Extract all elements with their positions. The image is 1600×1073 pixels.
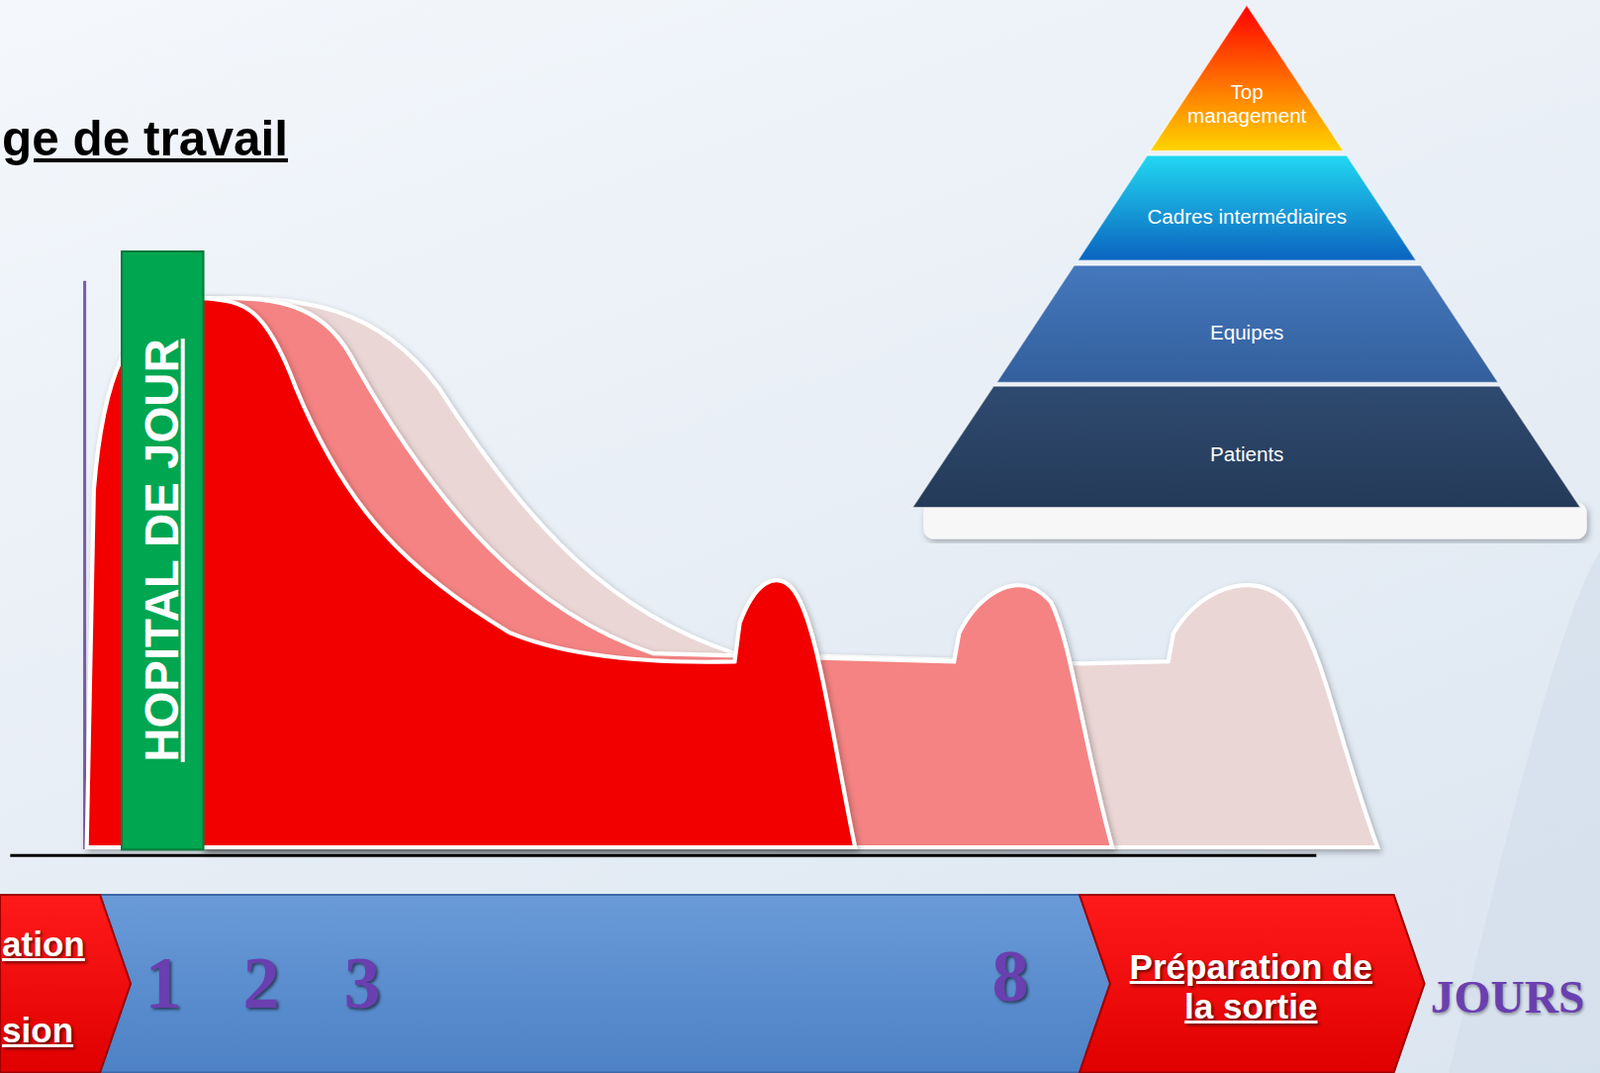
pyramid-level: Patients bbox=[912, 385, 1581, 508]
days-band: 123 8 bbox=[99, 894, 1111, 1072]
shape-fill bbox=[996, 265, 1499, 383]
node-label: Patients bbox=[1210, 442, 1284, 467]
shape-fill bbox=[1149, 4, 1344, 151]
shape-fill bbox=[1077, 155, 1416, 261]
admission-arrow: ation sion bbox=[0, 894, 131, 1072]
vertical-label: HOPITAL DE JOUR bbox=[135, 338, 190, 762]
pyramid-level: Equipes bbox=[996, 265, 1499, 383]
y-axis bbox=[83, 281, 87, 849]
node-label: Equipes bbox=[1210, 320, 1284, 345]
shape-fill bbox=[99, 894, 1111, 1072]
node-label: ation bbox=[1, 924, 86, 964]
node-label: sion bbox=[1, 1010, 74, 1050]
node-label: Cadres intermédiaires bbox=[1146, 204, 1347, 229]
node-label: Top management bbox=[1180, 80, 1314, 127]
pyramid-level: Cadres intermédiaires bbox=[1077, 155, 1416, 261]
shape-fill bbox=[912, 385, 1581, 508]
bar-shape bbox=[121, 251, 204, 849]
x-axis bbox=[9, 853, 1317, 857]
day-hospital-bar: HOPITAL DE JOUR bbox=[120, 250, 205, 850]
slide-title: ge de travail bbox=[1, 109, 288, 167]
shape-outline bbox=[1149, 4, 1344, 151]
day-number: 8 bbox=[991, 934, 1029, 1019]
day-number: 3 bbox=[344, 941, 381, 1026]
day-number: 2 bbox=[242, 941, 280, 1026]
pyramid-level: Top management bbox=[1149, 4, 1344, 151]
shape-fill bbox=[1079, 894, 1425, 1072]
discharge-arrow: Préparation de la sortie bbox=[1079, 894, 1425, 1072]
node-label: Préparation de la sortie bbox=[1123, 946, 1379, 1028]
day-number: 1 bbox=[144, 941, 182, 1026]
axis-unit-label: JOURS bbox=[1430, 969, 1585, 1024]
